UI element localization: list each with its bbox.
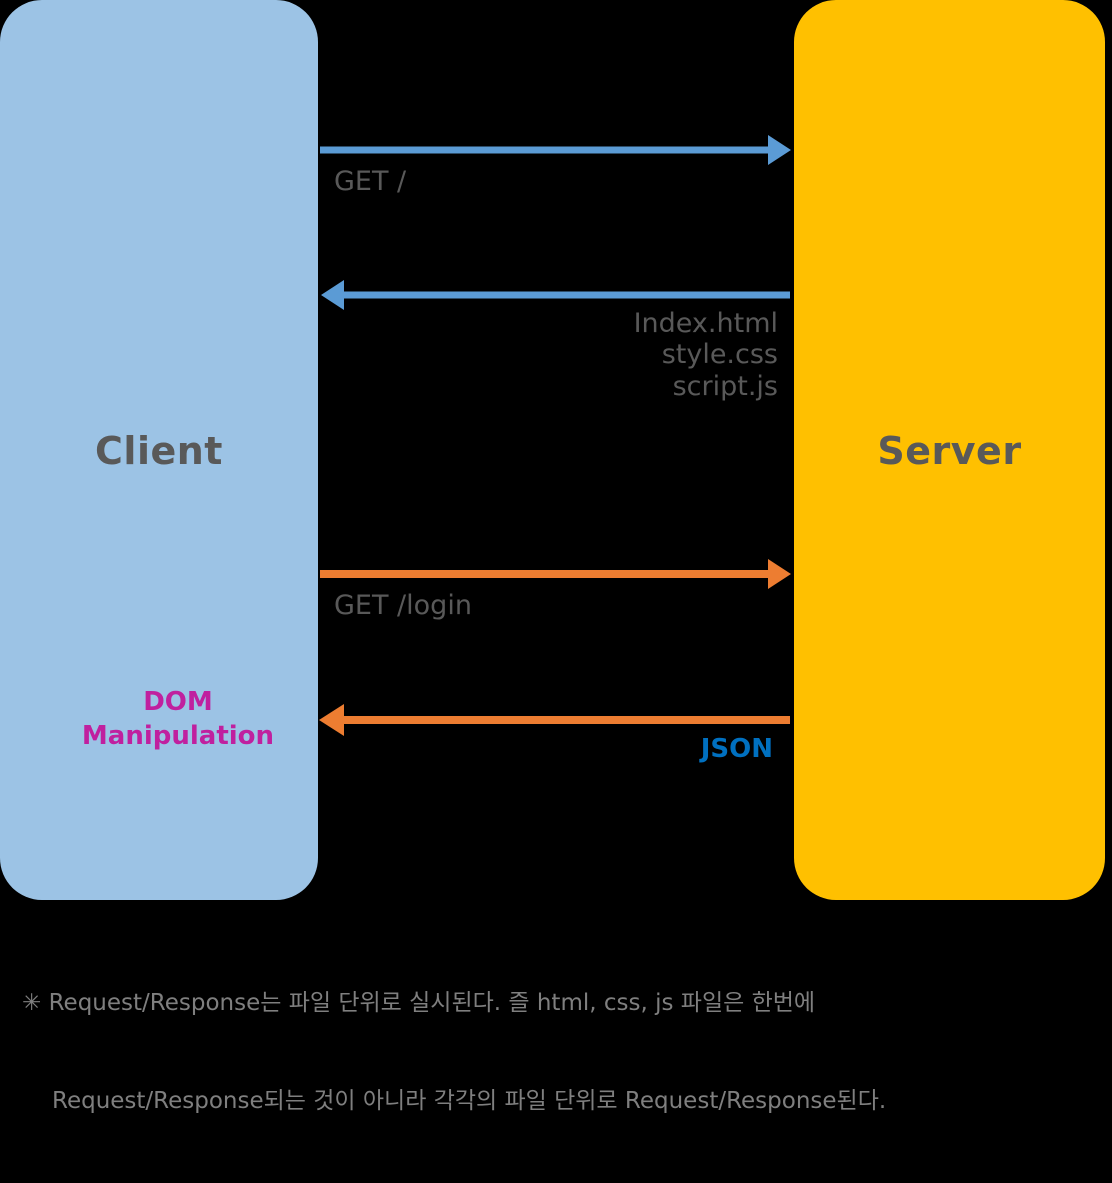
- footnote-line-2: Request/Response되는 것이 아니라 각각의 파일 단위로 Req…: [52, 1088, 887, 1115]
- label-static-files: Index.html style.css script.js: [633, 308, 778, 402]
- label-get-login: GET /login: [334, 590, 472, 621]
- arrow-get-login: [320, 559, 791, 589]
- label-get-root: GET /: [334, 166, 407, 197]
- arrow-static-files: [321, 280, 790, 310]
- label-json: JSON: [700, 734, 773, 764]
- arrow-get-root-head: [768, 135, 791, 165]
- footnote: ✳ Request/Response는 파일 단위로 실시된다. 즐 html,…: [22, 922, 1102, 1183]
- arrow-get-login-head: [768, 559, 791, 589]
- label-dom-manipulation: DOM Manipulation: [81, 687, 275, 752]
- diagram-canvas: Client Server GET / Index.html style.css…: [0, 0, 1105, 1115]
- arrow-json-head: [319, 704, 344, 736]
- server-label: Server: [877, 429, 1022, 473]
- footnote-text-1: Request/Response는 파일 단위로 실시된다. 즐 html, c…: [48, 990, 816, 1017]
- arrow-json: [319, 704, 790, 736]
- arrow-get-root: [320, 135, 791, 165]
- client-label: Client: [95, 429, 223, 473]
- footnote-bullet: ✳: [22, 990, 42, 1017]
- footnote-line-1: ✳ Request/Response는 파일 단위로 실시된다. 즐 html,…: [22, 987, 1102, 1020]
- client-panel: Client: [0, 0, 318, 900]
- server-panel: Server: [794, 0, 1105, 900]
- arrow-static-files-head: [321, 280, 344, 310]
